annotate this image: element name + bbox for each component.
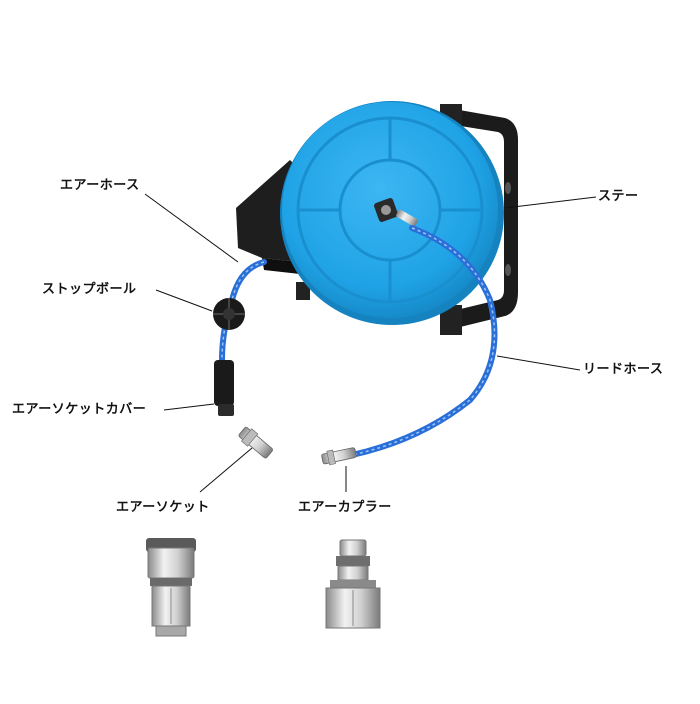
air-coupler-part	[325, 539, 381, 629]
reel-drum	[280, 101, 504, 325]
label-air-coupler: エアーカプラー	[298, 500, 392, 515]
label-air-hose: エアーホース	[60, 178, 140, 193]
label-stop-ball: ストップボール	[42, 282, 137, 297]
label-lead-hose: リードホース	[583, 362, 664, 377]
air-socket-part	[146, 538, 196, 637]
lead-hose-coupler	[321, 447, 357, 466]
cover-socket	[238, 426, 273, 459]
label-air-socket-cover: エアーソケットカバー	[12, 402, 147, 417]
air-socket-cover	[214, 360, 234, 416]
stop-ball	[213, 298, 245, 330]
label-stay: ステー	[598, 189, 639, 204]
label-air-socket: エアーソケット	[116, 500, 210, 515]
leader-lines	[144, 193, 597, 493]
